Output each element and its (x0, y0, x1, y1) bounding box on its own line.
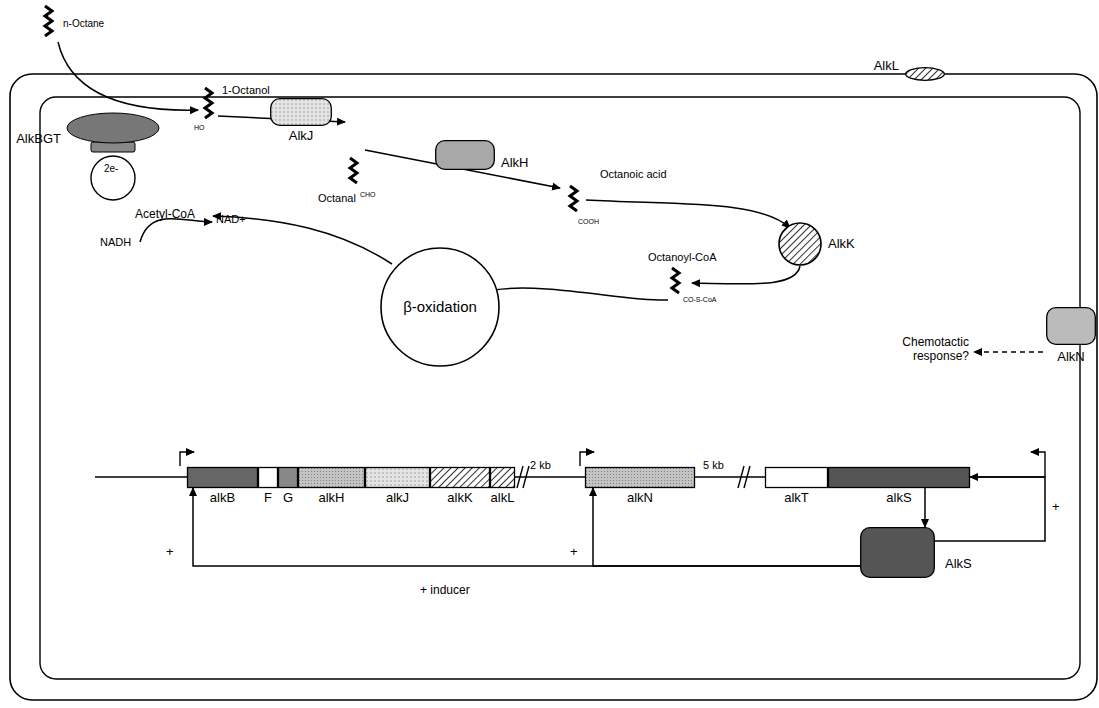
molecule-chains (45, 6, 679, 293)
gene-box: alkH (298, 467, 365, 488)
text-label: 2 kb (530, 459, 551, 472)
text-label: COOH (578, 218, 599, 226)
node-label: AlkK (828, 237, 855, 252)
text-label: NAD+ (216, 213, 246, 226)
node-shape (430, 467, 490, 488)
text-label: + inducer (420, 584, 470, 598)
membrane-protein: AlkL (905, 67, 945, 81)
text-label: Octanoyl-CoA (648, 251, 716, 264)
regulation-arrow (193, 488, 860, 566)
text-label: Acetyl-CoA (135, 208, 195, 222)
gene-box: F (258, 467, 278, 488)
node-label: alkJ (386, 491, 409, 506)
regulation-arrow (593, 488, 860, 566)
node-label: alkN (627, 491, 653, 506)
node-shape (187, 467, 258, 488)
inner-membrane (40, 97, 1080, 679)
regulator-protein: AlkS (860, 527, 935, 578)
node-shape (365, 467, 430, 488)
node-label: AlkJ (289, 129, 314, 144)
gene-box: alkN (585, 467, 695, 488)
gene-box: G (278, 467, 298, 488)
outer-membrane (10, 74, 1097, 700)
node-label: AlkS (945, 557, 972, 572)
gene-box: alkS (828, 467, 970, 488)
edge-label: + (1052, 500, 1060, 515)
receptor-protein: AlkN (1046, 307, 1096, 345)
node-label: AlkBGT (16, 132, 61, 147)
node-shape (258, 467, 278, 488)
text-label: 5 kb (703, 459, 724, 472)
text-label: 1-Octanol (222, 84, 270, 97)
reaction-arrows (58, 42, 1043, 352)
node-shape (778, 222, 822, 266)
gene-box: alkK (430, 467, 490, 488)
node-shape (765, 467, 828, 488)
node-shape (298, 467, 365, 488)
node-label: G (283, 491, 293, 506)
node-label: alkS (886, 491, 911, 506)
node-label: alkH (318, 491, 344, 506)
gene-box: alkL (490, 467, 515, 488)
text-label: Octanal (318, 192, 356, 205)
node-shape (270, 98, 332, 126)
text-label: CO-S-CoA (683, 296, 716, 304)
node-label: β-oxidation (403, 298, 477, 315)
node-label: F (264, 491, 272, 506)
gene-box: alkJ (365, 467, 430, 488)
node-label: AlkH (501, 156, 528, 171)
pathway-circle: β-oxidation (380, 247, 500, 367)
node-shape (63, 110, 163, 205)
node-label: alkB (210, 491, 235, 506)
enzyme: AlkH (435, 140, 495, 170)
text-label: Chemotactic response? (895, 336, 969, 364)
node-shape (860, 527, 935, 578)
text-label: HO (194, 124, 205, 132)
edge-label: + (166, 545, 174, 560)
text-label: NADH (100, 236, 131, 249)
node-shape (828, 467, 970, 488)
node-label: alkL (491, 491, 515, 506)
node-shape (278, 467, 298, 488)
node-shape (585, 467, 695, 488)
enzyme: AlkJ (270, 98, 332, 126)
gene-box: alkB (187, 467, 258, 488)
node-label: AlkN (1057, 350, 1084, 365)
edge-label: + (570, 545, 578, 560)
text-label: CHO (360, 191, 376, 199)
node-label: alkT (784, 491, 809, 506)
gene-box: alkT (765, 467, 828, 488)
text-label: 2e- (104, 163, 118, 175)
node-shape (490, 467, 515, 488)
enzyme: AlkK (778, 222, 822, 266)
node-label: AlkL (874, 59, 899, 74)
node-shape (435, 140, 495, 170)
node-shape (1046, 307, 1096, 345)
enzyme-complex: AlkBGT (63, 110, 163, 205)
text-label: n-Octane (63, 18, 104, 30)
node-shape (905, 67, 945, 81)
regulation-arrow (924, 488, 926, 527)
node-label: alkK (447, 491, 472, 506)
text-label: Octanoic acid (600, 168, 667, 181)
gene-map-line (95, 452, 1045, 488)
